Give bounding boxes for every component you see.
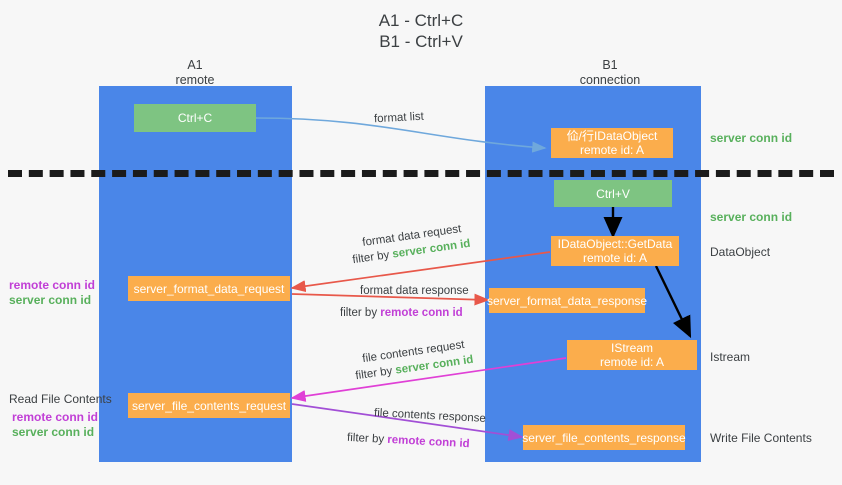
side-label-remote-conn-id-mid: remote conn id	[9, 278, 96, 292]
filter-prefix: filter by	[346, 431, 388, 446]
side-label-read-file-contents: Read File Contents	[9, 392, 112, 406]
side-label-server-conn-id-second: server conn id	[710, 210, 793, 224]
side-label-istream: Istream	[710, 350, 751, 364]
node-server-format-data-response[interactable]: server_format_data_response	[486, 288, 648, 313]
edge-label-file-contents-response-filter: filter by remote conn id	[347, 431, 470, 451]
column-header-a1-sub: remote	[175, 73, 215, 87]
side-label-dataobject: DataObject	[710, 245, 771, 259]
side-label-conn-ids-mid: remote conn id server conn id	[9, 278, 95, 308]
node-server-file-contents-request[interactable]: server_file_contents_request	[128, 393, 290, 418]
filter-prefix: filter by	[354, 364, 397, 383]
node-idataobject-line2: remote id: A	[579, 143, 644, 157]
node-server-format-data-response-label: server_format_data_response	[486, 293, 648, 308]
node-server-file-contents-request-label: server_file_contents_request	[131, 398, 287, 413]
side-label-remote-conn-id-low: remote conn id	[12, 410, 99, 424]
node-istream[interactable]: IStream remote id: A	[567, 340, 697, 370]
phase-divider	[8, 170, 834, 177]
node-ctrl-v-label: Ctrl+V	[596, 186, 630, 201]
side-label-server-conn-id-top: server conn id	[710, 131, 793, 145]
column-header-b1-name: B1	[602, 58, 618, 72]
column-header-a1-name: A1	[187, 58, 203, 72]
side-label-server-conn-id-low: server conn id	[12, 425, 95, 439]
node-ctrl-c[interactable]: Ctrl+C	[134, 104, 256, 132]
edge-label-format-list: format list	[373, 110, 425, 126]
column-header-a1: A1 remote	[130, 58, 260, 88]
node-getdata-line1: IDataObject::GetData	[557, 237, 673, 251]
filter-prefix: filter by	[340, 307, 381, 319]
node-idataobject-line1: 佡/行IDataObject	[566, 129, 658, 143]
filter-prefix: filter by	[351, 248, 394, 267]
side-label-conn-ids-low: remote conn id server conn id	[12, 410, 98, 440]
edge-label-file-contents-response: file contents response	[373, 407, 487, 425]
column-header-b1: B1 connection	[545, 58, 675, 88]
node-ctrl-v[interactable]: Ctrl+V	[554, 180, 672, 207]
node-istream-line2: remote id: A	[599, 355, 665, 369]
node-server-file-contents-response-label: server_file_contents_response	[522, 430, 686, 445]
node-server-format-data-request-label: server_format_data_request	[133, 281, 285, 296]
diagram-title: A1 - Ctrl+C B1 - Ctrl+V	[0, 10, 842, 52]
edge-label-format-data-response: format data response	[360, 285, 469, 297]
edge-label-format-data-response-filter: filter by remote conn id	[340, 306, 463, 320]
node-server-format-data-request[interactable]: server_format_data_request	[128, 276, 290, 301]
side-label-server-conn-id-mid: server conn id	[9, 293, 92, 307]
node-ctrl-c-label: Ctrl+C	[177, 111, 213, 125]
node-server-file-contents-response[interactable]: server_file_contents_response	[522, 425, 686, 450]
column-header-b1-sub: connection	[579, 73, 641, 87]
filter-value-remote-conn-id: remote conn id	[386, 433, 470, 451]
node-idataobject[interactable]: 佡/行IDataObject remote id: A	[551, 128, 673, 158]
node-getdata-line2: remote id: A	[582, 251, 647, 265]
filter-value-remote-conn-id: remote conn id	[380, 307, 463, 319]
side-label-write-file-contents: Write File Contents	[710, 431, 812, 445]
node-idataobject-getdata[interactable]: IDataObject::GetData remote id: A	[551, 236, 679, 266]
title-line-2: B1 - Ctrl+V	[379, 32, 463, 51]
node-istream-line1: IStream	[610, 341, 653, 355]
title-line-1: A1 - Ctrl+C	[378, 11, 464, 30]
